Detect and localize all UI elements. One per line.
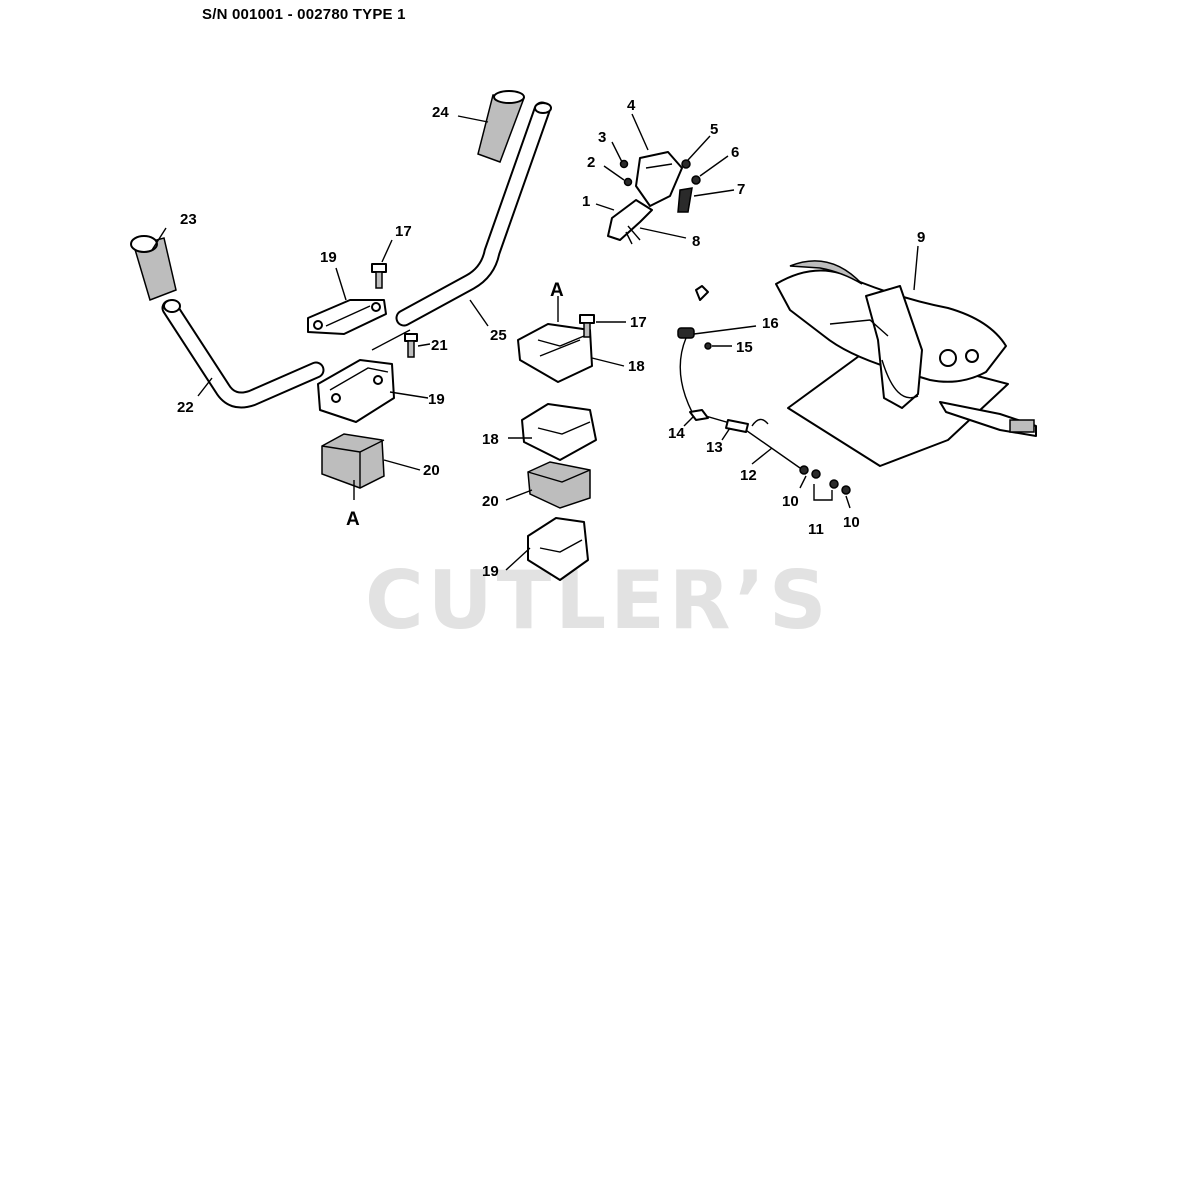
callout-25: 25 <box>490 327 507 344</box>
callout-12: 12 <box>740 467 757 484</box>
part-20-left-pad <box>321 433 385 489</box>
callout-labels: 24 23 22 17 19 21 19 20 A 25 A 17 18 18 … <box>177 97 925 580</box>
part-17-bolt-left <box>371 263 387 289</box>
part-24-upper-grip <box>477 90 526 163</box>
view-marker-a-left: A <box>346 509 360 530</box>
callout-16: 16 <box>762 315 779 332</box>
callout-7: 7 <box>737 181 745 198</box>
part-17-bolt-center <box>579 314 595 338</box>
part-21-bolt <box>371 329 418 358</box>
part-9-harness <box>775 260 1037 467</box>
part-19-lower-clamp <box>317 359 395 423</box>
callout-20-center: 20 <box>482 493 499 510</box>
callout-18-lower: 18 <box>482 431 499 448</box>
callout-19-lower: 19 <box>428 391 445 408</box>
diagram-title: S/N 001001 - 002780 TYPE 1 <box>202 6 406 23</box>
part-18-center-clamp-lower <box>521 403 597 461</box>
part-25-upper-tube <box>395 101 552 327</box>
callout-19-bottom: 19 <box>482 563 499 580</box>
callout-23: 23 <box>180 211 197 228</box>
callout-13: 13 <box>706 439 723 456</box>
callout-14: 14 <box>668 425 685 442</box>
leader-lines <box>151 113 919 571</box>
callout-17-center: 17 <box>630 314 647 331</box>
callout-20-left: 20 <box>423 462 440 479</box>
view-marker-a-center: A <box>550 280 564 301</box>
callout-22: 22 <box>177 399 194 416</box>
callout-24: 24 <box>432 104 449 121</box>
throttle-cable <box>677 285 851 495</box>
callout-1: 1 <box>582 193 590 210</box>
callout-4: 4 <box>627 97 636 114</box>
callout-11: 11 <box>808 521 824 538</box>
part-20-center-pad <box>527 461 591 509</box>
callout-19-upper: 19 <box>320 249 337 266</box>
callout-3: 3 <box>598 129 606 146</box>
part-23-left-grip <box>130 235 177 301</box>
part-19-upper-clamp <box>307 299 387 335</box>
callout-10-right: 10 <box>843 514 860 531</box>
part-19-center-clamp-bottom <box>527 517 589 581</box>
part-18-center-clamp-top <box>517 323 593 383</box>
callout-15: 15 <box>736 339 753 356</box>
callout-10-left: 10 <box>782 493 799 510</box>
throttle-assembly <box>607 151 701 245</box>
part-22-lower-left-tube <box>161 299 325 409</box>
callout-21: 21 <box>431 337 448 354</box>
callout-18-upper: 18 <box>628 358 645 375</box>
callout-17-left: 17 <box>395 223 412 240</box>
callout-8: 8 <box>692 233 700 250</box>
callout-2: 2 <box>587 154 595 171</box>
callout-5: 5 <box>710 121 718 138</box>
callout-6: 6 <box>731 144 739 161</box>
watermark-text: CUTLER’S <box>365 554 830 647</box>
callout-9: 9 <box>917 229 925 246</box>
